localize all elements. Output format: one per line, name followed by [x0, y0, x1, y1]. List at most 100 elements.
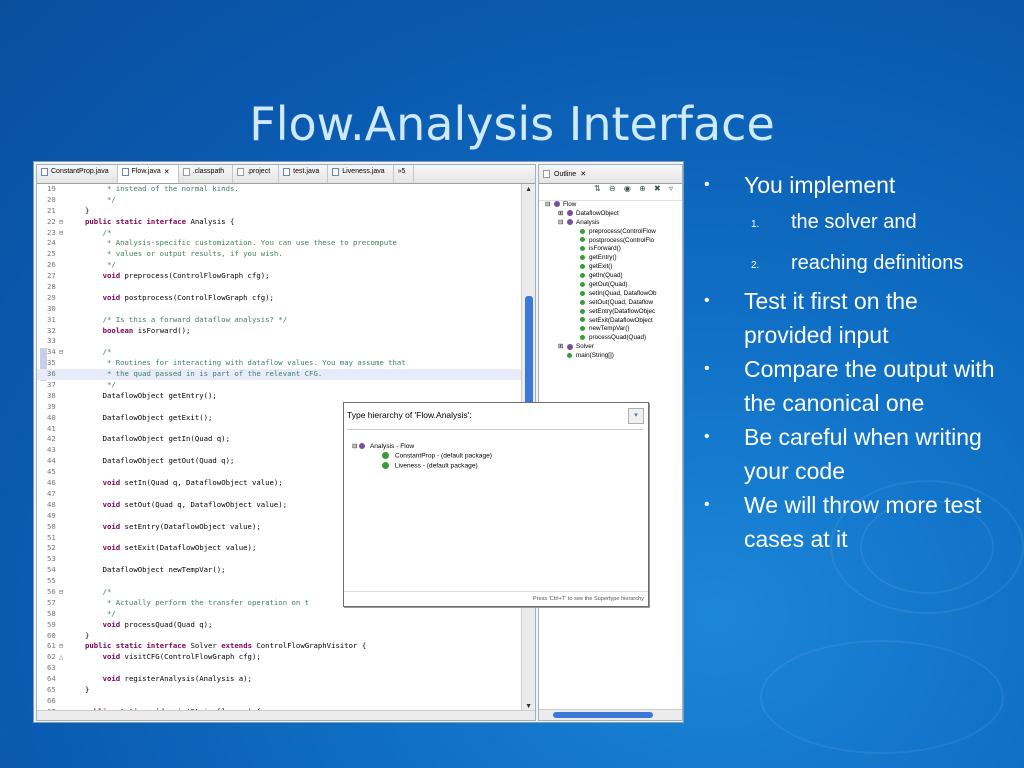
outline-item[interactable]: ⊟Flow	[539, 201, 682, 210]
line-number: 34	[47, 347, 56, 357]
code-line: 19 * instead of the normal kinds.	[37, 184, 521, 195]
outline-item[interactable]: isForward()	[539, 245, 682, 254]
line-number: 44	[47, 456, 56, 466]
hierarchy-child[interactable]: Liveness - (default package)	[382, 462, 478, 469]
outline-item[interactable]: setOut(Quad, Dataflow	[539, 299, 682, 308]
bullet-item: •Test it first on the provided input	[700, 284, 1010, 352]
collapse-toggle-icon[interactable]: ⊟	[352, 443, 358, 450]
editor-tab[interactable]: test.java	[279, 165, 329, 183]
method-icon	[580, 299, 585, 305]
line-number: 56	[47, 586, 56, 596]
outline-item-label: main(String[])	[576, 352, 614, 360]
line-number: 22	[47, 216, 56, 226]
outline-item[interactable]: ⊞Solver	[539, 343, 682, 352]
class-icon	[382, 462, 389, 469]
method-icon	[580, 281, 585, 287]
outline-toolbar[interactable]: ⇅ ⊖ ◉ ⊕ ✖ ▿	[539, 184, 682, 201]
code-area[interactable]: 19 * instead of the normal kinds.20 */21…	[37, 184, 521, 716]
interface-icon	[567, 210, 573, 217]
editor-tab[interactable]: .project	[233, 165, 280, 183]
expand-toggle-icon[interactable]: ⊞	[558, 343, 564, 351]
fold-toggle-icon[interactable]: ⊟	[59, 217, 64, 226]
outline-item[interactable]: ⊟Analysis	[539, 219, 682, 228]
outline-item[interactable]: setExit(DataflowObject	[539, 317, 682, 326]
editor-tab-label: Flow.java	[131, 168, 161, 175]
bullet-item: •Be careful when writing your code	[700, 420, 1010, 488]
code-line: 50 void setEntry(DataflowObject value);	[37, 522, 521, 533]
method-icon	[580, 272, 585, 278]
outline-tab[interactable]: Outline ✕	[539, 165, 682, 184]
fold-toggle-icon[interactable]: ⊟	[59, 348, 64, 357]
editor-tab[interactable]: Flow.java✕	[117, 165, 179, 183]
scroll-down-arrow-icon[interactable]: ▼	[525, 703, 532, 710]
line-number: 35	[47, 358, 56, 368]
fold-toggle-icon[interactable]: ⊟	[59, 587, 64, 596]
view-menu-chevron-down-icon[interactable]: ▾	[628, 408, 644, 424]
fold-toggle-icon[interactable]: △	[59, 653, 64, 662]
line-number: 61	[47, 641, 56, 651]
outline-item[interactable]: preprocess(ControlFlow	[539, 228, 682, 237]
method-icon	[580, 317, 585, 323]
method-icon	[580, 290, 585, 296]
line-number: 23	[47, 227, 56, 237]
selection-marker	[40, 348, 47, 381]
outline-item[interactable]: processQuad(Quad)	[539, 334, 682, 343]
interface-icon	[359, 443, 366, 450]
popup-title: Type hierarchy of 'Flow.Analysis':	[347, 410, 472, 420]
editor-tab[interactable]: Liveness.java	[328, 165, 394, 183]
code-text: public static interface Analysis {	[85, 216, 235, 226]
scroll-up-arrow-icon[interactable]: ▲	[525, 186, 532, 193]
scrollbar-thumb[interactable]	[553, 712, 653, 718]
horizontal-scrollbar[interactable]	[37, 710, 535, 720]
file-icon	[182, 168, 190, 176]
code-line: 36 * the quad passed in is part of the r…	[37, 369, 521, 381]
slide-title: Flow.Analysis Interface	[249, 96, 775, 151]
background-ripple	[760, 640, 1004, 754]
sub-bullet-text: reaching definitions	[791, 252, 964, 274]
code-line: 55	[37, 576, 521, 587]
outline-item[interactable]: setIn(Quad, DataflowOb	[539, 290, 682, 299]
outline-item[interactable]: getEntry()	[539, 254, 682, 263]
outline-item[interactable]: newTempVar()	[539, 325, 682, 334]
hierarchy-child[interactable]: ConstantProp - (default package)	[382, 452, 492, 459]
bullet-text: Test it first on the provided input	[744, 288, 918, 348]
hierarchy-root[interactable]: ⊟ Analysis - Flow	[352, 442, 414, 450]
code-text: DataflowObject getExit();	[85, 412, 213, 422]
editor-tab[interactable]: ConstantProp.java	[37, 165, 118, 183]
background-ripple	[830, 480, 1024, 614]
outline-item[interactable]: getIn(Quad)	[539, 272, 682, 281]
popup-footer: Press 'Ctrl+T' to see the Supertype hier…	[344, 591, 648, 606]
fold-toggle-icon[interactable]: ⊟	[59, 642, 64, 651]
fold-toggle-icon[interactable]: ⊟	[59, 228, 64, 237]
bullet-item: •We will throw more test cases at it	[700, 488, 1010, 556]
expand-toggle-icon[interactable]: ⊟	[558, 218, 564, 226]
close-icon[interactable]: ✕	[580, 171, 587, 178]
code-text: void postprocess(ControlFlowGraph cfg);	[102, 292, 274, 302]
close-icon[interactable]: ✕	[163, 169, 170, 176]
outline-horizontal-scrollbar[interactable]	[539, 709, 682, 720]
expand-toggle-icon[interactable]: ⊟	[545, 201, 551, 208]
code-line: 28	[37, 282, 521, 293]
code-text: void setIn(Quad q, DataflowObject value)…	[102, 478, 283, 488]
outline-item[interactable]: getOut(Quad)	[539, 281, 682, 290]
line-number: 32	[47, 325, 56, 335]
sub-bullet-item: 1.the solver and	[700, 202, 1010, 243]
outline-item[interactable]: postprocess(ControlFlo	[539, 237, 682, 246]
editor-tab-label: test.java	[293, 168, 320, 175]
code-line: 23⊟ /*	[37, 228, 521, 239]
editor-tab[interactable]: »5	[394, 165, 415, 183]
outline-item[interactable]: getExit()	[539, 263, 682, 272]
editor-tab-label: .classpath	[192, 168, 225, 175]
code-line: 61⊟ public static interface Solver extend…	[37, 641, 521, 652]
expand-toggle-icon[interactable]: ⊞	[558, 209, 564, 217]
outline-item[interactable]: setEntry(DataflowObjec	[539, 308, 682, 317]
outline-item[interactable]: ⊞DataflowObject	[539, 210, 682, 219]
code-text: */	[85, 260, 116, 270]
code-text: public static interface Solver extends C…	[85, 641, 367, 651]
bullet-item: •You implement	[700, 168, 1010, 202]
editor-tab[interactable]: .classpath	[179, 165, 234, 183]
outline-item[interactable]: main(String[])	[539, 352, 682, 361]
